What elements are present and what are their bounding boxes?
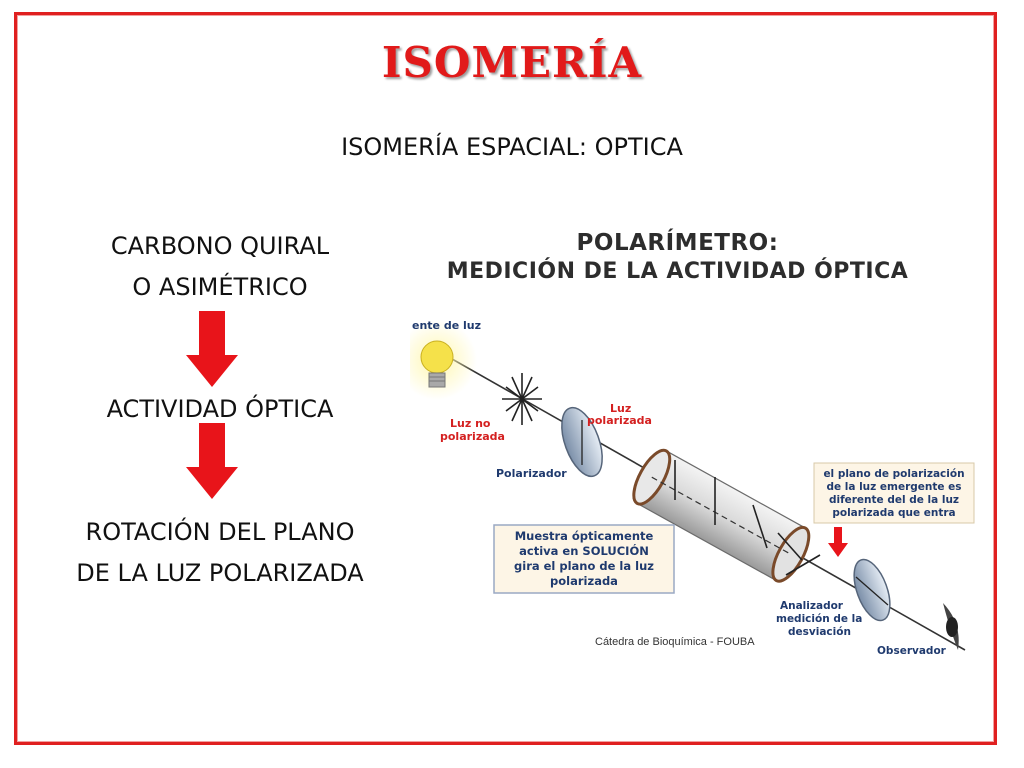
optical-activity-text: ACTIVIDAD ÓPTICA bbox=[106, 395, 334, 423]
sample-line-1: Muestra ópticamente bbox=[515, 529, 654, 543]
unpolarized-light-icon bbox=[502, 373, 542, 425]
analyzer-label-1: Analizador bbox=[780, 600, 844, 612]
sample-line-2: activa en SOLUCIÓN bbox=[519, 543, 649, 558]
eye-icon bbox=[943, 603, 959, 650]
callout-line-4: polarizada que entra bbox=[832, 507, 955, 519]
sample-tube bbox=[632, 448, 811, 583]
slide-frame bbox=[14, 12, 997, 745]
analyzer-label-3: desviación bbox=[788, 626, 851, 638]
callout-line-1: el plano de polarización bbox=[823, 468, 964, 480]
polarimeter-diagram: ente de luz Luz no polarizada Polarizado… bbox=[410, 319, 975, 657]
polarizer-disc bbox=[561, 406, 603, 478]
analyzer-label-2: medición de la bbox=[776, 613, 862, 625]
sample-line-4: polarizada bbox=[550, 574, 618, 588]
down-arrow-icon bbox=[186, 423, 238, 499]
slide-subtitle: ISOMERÍA ESPACIAL: OPTICA bbox=[341, 133, 683, 161]
callout-arrow-icon bbox=[828, 527, 848, 557]
polarimeter-heading: POLARÍMETRO: bbox=[576, 230, 779, 256]
chiral-carbon-text: CARBONO QUIRAL O ASIMÉTRICO bbox=[30, 226, 410, 308]
polarized-label-2: polarizada bbox=[587, 414, 652, 427]
sample-callout: Muestra ópticamente activa en SOLUCIÓN g… bbox=[493, 524, 675, 594]
light-source-label: ente de luz bbox=[412, 319, 481, 332]
slide-title: ISOMERÍA bbox=[381, 38, 643, 87]
down-arrow-icon bbox=[186, 311, 238, 387]
rotation-arrows-icon bbox=[674, 460, 821, 576]
unpolarized-label-2: polarizada bbox=[440, 430, 505, 443]
observer-label: Observador bbox=[877, 645, 947, 657]
polarized-label-1: Luz bbox=[610, 402, 631, 415]
polarizer-label: Polarizador bbox=[496, 467, 567, 480]
chiral-carbon-line-2: O ASIMÉTRICO bbox=[132, 273, 308, 301]
polarimeter-subheading: MEDICIÓN DE LA ACTIVIDAD ÓPTICA bbox=[446, 259, 909, 284]
callout-line-2: de la luz emergente es bbox=[826, 481, 961, 493]
rotation-line-2: DE LA LUZ POLARIZADA bbox=[76, 559, 364, 587]
chiral-carbon-line-1: CARBONO QUIRAL bbox=[110, 232, 330, 260]
sample-line-3: gira el plano de la luz bbox=[514, 559, 654, 573]
unpolarized-label-1: Luz no bbox=[450, 417, 491, 430]
rotation-text: ROTACIÓN DEL PLANO DE LA LUZ POLARIZADA bbox=[30, 512, 410, 594]
callout-line-3: diferente del de la luz bbox=[829, 494, 959, 506]
credit-text: Cátedra de Bioquímica - FOUBA bbox=[595, 636, 755, 648]
rotation-line-1: ROTACIÓN DEL PLANO bbox=[85, 518, 355, 546]
light-bulb-icon bbox=[410, 320, 477, 400]
analyzer-disc bbox=[853, 558, 891, 622]
emergent-plane-callout: el plano de polarización de la luz emerg… bbox=[813, 462, 975, 524]
